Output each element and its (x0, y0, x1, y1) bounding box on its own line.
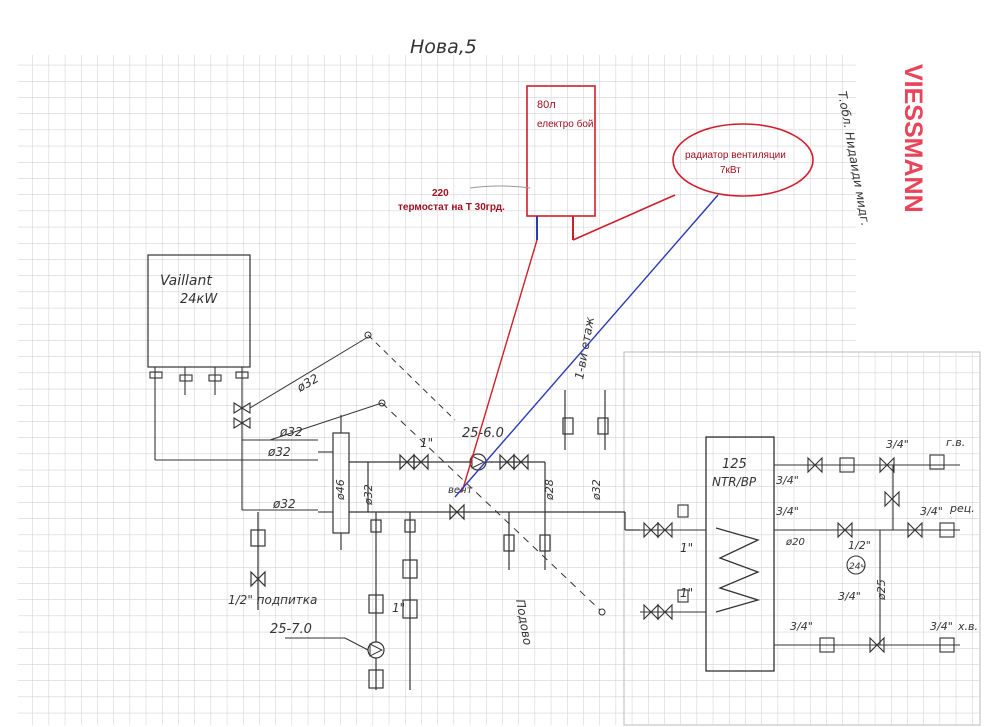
three-quarter-c: 3/4" (776, 505, 799, 518)
inch-label-1d: 1" (680, 586, 693, 600)
fill-label: 1/2" подпитка (228, 593, 317, 607)
exchanger-model: 125 (722, 457, 747, 472)
ventilation-radiator: радиатор вентиляции 7кВт (672, 123, 814, 197)
pipe-25-label: ø25 (875, 579, 888, 601)
three-quarter-g: 3/4" (838, 590, 861, 603)
pump-label-25-6: 25-6.0 (462, 426, 504, 441)
exchanger-type: NTR/BP (712, 475, 757, 489)
tank-type: електро бой (537, 118, 593, 130)
three-quarter-f: 3/4" (930, 620, 953, 633)
main-headers (250, 390, 640, 690)
hot-water-label: г.в. (946, 436, 965, 449)
three-quarter-b: 3/4" (776, 474, 799, 487)
three-quarter-e: 3/4" (790, 620, 813, 633)
cold-water-label: х.в. (957, 620, 978, 633)
pump-25-7: 25-7.0 (270, 622, 385, 659)
recirculation-label: рец. (949, 502, 975, 515)
pipe-label-28: ø28 (543, 479, 556, 501)
tank-volume: 80л (537, 99, 556, 111)
boiler-vaillant: Vaillant 24кW (147, 254, 251, 368)
pipe-label-32-blue-bottom: ø32 (272, 497, 296, 511)
pipe-label-32-vertical: ø32 (362, 484, 375, 506)
inch-label-1b: 1" (392, 601, 405, 615)
dhw-piping (640, 454, 960, 654)
pipe-20-label: ø20 (785, 537, 805, 548)
half-inch-right-label: 1/2" (848, 539, 871, 552)
viessmann-logo: VIESSMANN (899, 64, 927, 213)
dhw-grid (624, 352, 980, 725)
pipe-label-32-b: ø32 (279, 425, 303, 439)
thermostat-sensor (469, 185, 531, 189)
separator-label: ø46 (334, 479, 347, 501)
radiator-power: 7кВт (720, 165, 741, 176)
inch-label-1c: 1" (680, 541, 693, 555)
boiler-connections (149, 367, 318, 511)
radiator-name: радиатор вентиляции (685, 150, 786, 161)
storage-tank: 80л електро бой (526, 85, 596, 240)
pipe-label-32-right: ø32 (590, 479, 603, 501)
boiler-power: 24кW (180, 292, 218, 307)
sheet-title: Нова,5 (410, 36, 477, 58)
three-quarter-d: 3/4" (920, 505, 943, 518)
hydro-separator: ø46 (318, 415, 350, 550)
three-quarter-a: 3/4" (886, 438, 909, 451)
inch-label-1a: 1" (420, 436, 433, 450)
pump-label-25-7: 25-7.0 (270, 622, 312, 637)
heat-exchanger: 125 NTR/BP (705, 436, 775, 672)
control-links (249, 331, 606, 616)
supply-return-lines (454, 194, 719, 498)
timer-label: 24ч (849, 562, 866, 572)
pipe-label-32-blue-top: ø32 (267, 445, 291, 459)
thermostat-note: термостат на Т 30грд. (398, 202, 505, 213)
thermostat-voltage: 220 (432, 188, 449, 199)
pump-25-6: 25-6.0 (462, 426, 504, 471)
boiler-name: Vaillant (160, 273, 212, 289)
